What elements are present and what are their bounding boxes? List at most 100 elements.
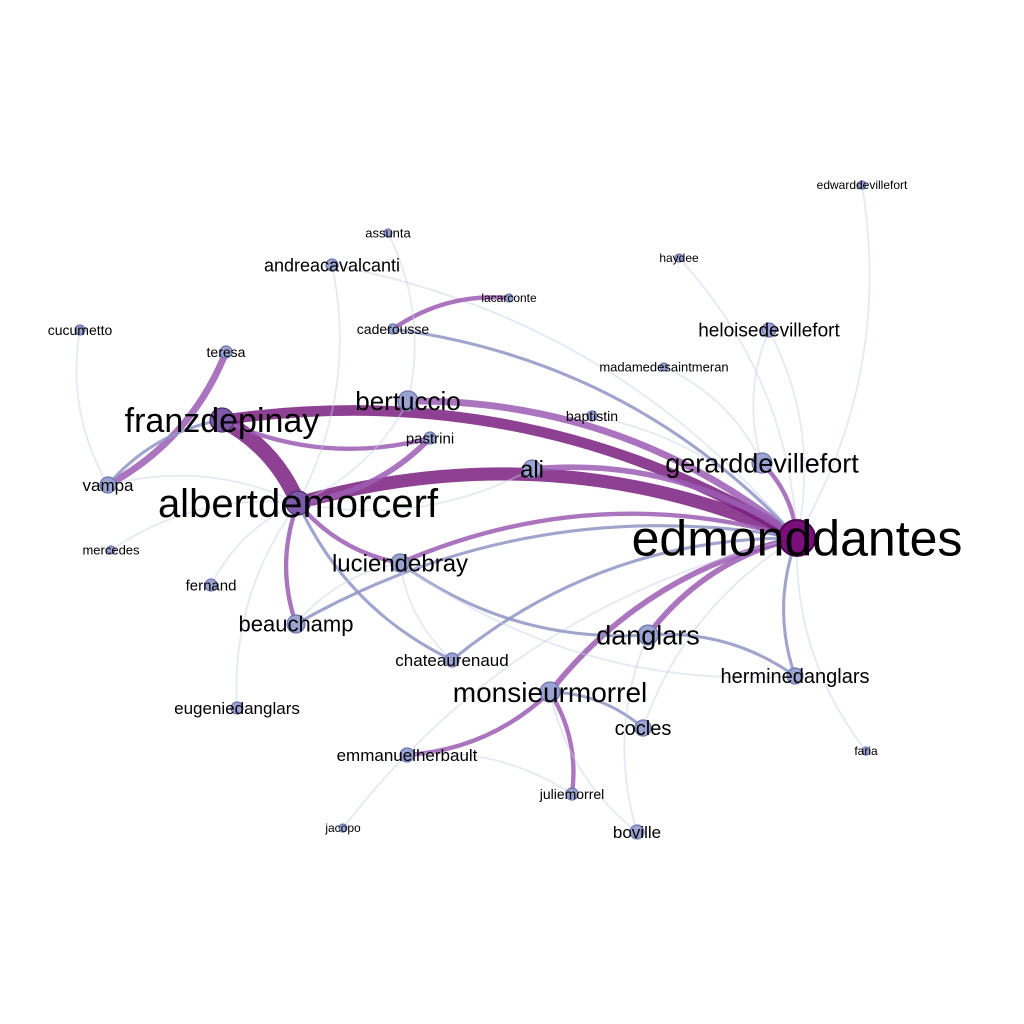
node-mercedes[interactable] xyxy=(106,545,116,555)
edge-emmanuelherbault-juliemorrel xyxy=(406,752,573,795)
label-layer: edmonddantesalbertdemorcerffranzdepinaym… xyxy=(48,178,963,842)
node-label-mercedes: mercedes xyxy=(82,543,140,558)
edge-ali-edmonddantes xyxy=(529,464,800,541)
node-label-baptistin: baptistin xyxy=(566,408,618,424)
node-label-jacopo: jacopo xyxy=(324,821,361,835)
node-vampa[interactable] xyxy=(99,476,117,494)
node-label-beauchamp: beauchamp xyxy=(239,612,354,637)
edge-vampa-albertdemorcerf xyxy=(107,474,299,504)
node-ali[interactable] xyxy=(522,459,542,479)
edge-teresa-vampa xyxy=(104,348,230,489)
node-label-monsieurmorrel: monsieurmorrel xyxy=(453,677,648,708)
edge-beauchamp-albertdemorcerf xyxy=(283,500,301,627)
node-label-haydee: haydee xyxy=(659,251,699,265)
node-faria[interactable] xyxy=(861,746,871,756)
node-label-andreacavalcanti: andreacavalcanti xyxy=(264,255,400,275)
edge-danglars-herminedanglars xyxy=(646,632,797,678)
edge-beauchamp-luciendebray xyxy=(295,562,401,625)
node-bertuccio[interactable] xyxy=(397,390,419,412)
edge-haydee-edmonddantes xyxy=(678,257,798,539)
edge-fernand-albertdemorcerf xyxy=(210,502,299,586)
edge-herminedanglars-luciendebray xyxy=(399,562,796,679)
edge-boville-monsieurmorrel xyxy=(549,691,638,833)
node-monsieurmorrel[interactable] xyxy=(539,681,561,703)
node-baptistin[interactable] xyxy=(586,410,598,422)
edge-danglars-luciendebray xyxy=(398,561,650,638)
node-juliemorrel[interactable] xyxy=(565,787,579,801)
edge-monsieurmorrel-juliemorrel xyxy=(547,689,576,797)
edge-luciendebray-edmonddantes xyxy=(397,511,800,566)
node-label-gerarddevillefort: gerarddevillefort xyxy=(665,448,859,478)
node-assunta[interactable] xyxy=(383,228,393,238)
edge-cocles-edmonddantes xyxy=(642,537,798,729)
edge-monsieurmorrel-cocles xyxy=(548,690,645,730)
node-jacopo[interactable] xyxy=(338,823,348,833)
node-layer xyxy=(74,180,871,840)
edge-bertuccio-edmonddantes xyxy=(404,397,801,542)
edge-layer xyxy=(75,184,871,833)
edge-andreacavalcanti-edmonddantes xyxy=(331,264,798,539)
node-label-teresa: teresa xyxy=(207,344,246,360)
node-label-chateaurenaud: chateaurenaud xyxy=(395,651,508,670)
node-andreacavalcanti[interactable] xyxy=(325,258,339,272)
node-heloisedevillefort[interactable] xyxy=(761,322,777,338)
node-label-eugeniedanglars: eugeniedanglars xyxy=(174,699,300,718)
edge-vampa-franzdepinay xyxy=(106,418,224,487)
edge-mercedes-albertdemorcerf xyxy=(110,500,299,551)
node-chateaurenaud[interactable] xyxy=(444,652,460,668)
edge-danglars-edmonddantes xyxy=(645,535,800,638)
node-cocles[interactable] xyxy=(634,719,652,737)
node-gerarddevillefort[interactable] xyxy=(751,452,773,474)
node-madamedesaintmeran[interactable] xyxy=(659,362,669,372)
node-caderousse[interactable] xyxy=(387,323,399,335)
edge-assunta-bertuccio xyxy=(387,232,416,402)
node-label-edwarddevillefort: edwarddevillefort xyxy=(817,178,908,192)
node-edmonddantes[interactable] xyxy=(778,519,816,557)
edge-chateaurenaud-luciendebray xyxy=(399,562,453,661)
node-label-vampa: vampa xyxy=(82,476,134,495)
node-cucumetto[interactable] xyxy=(74,324,86,336)
node-label-cocles: cocles xyxy=(615,718,672,740)
node-fernand[interactable] xyxy=(204,578,218,592)
node-teresa[interactable] xyxy=(219,345,233,359)
node-label-fernand: fernand xyxy=(186,577,237,594)
edge-caderousse-lacarconte xyxy=(390,295,512,332)
node-franzdepinay[interactable] xyxy=(209,407,235,433)
node-label-herminedanglars: herminedanglars xyxy=(721,666,870,688)
edge-heloisedevillefort-edmonddantes xyxy=(768,329,806,539)
node-herminedanglars[interactable] xyxy=(786,667,804,685)
edge-jacopo-edmonddantes xyxy=(342,537,798,829)
node-haydee[interactable] xyxy=(674,253,684,263)
edge-eugeniedanglars-albertdemorcerf xyxy=(235,502,299,709)
node-label-boville: boville xyxy=(613,823,661,842)
edge-pastrini-albertdemorcerf xyxy=(295,435,433,506)
edge-madamedesaintmeran-gerarddevillefort xyxy=(663,366,763,464)
edge-gerarddevillefort-heloisedevillefort xyxy=(752,329,770,464)
node-label-assunta: assunta xyxy=(365,226,411,241)
node-lacarconte[interactable] xyxy=(504,293,514,303)
node-edwarddevillefort[interactable] xyxy=(857,180,867,190)
node-eugeniedanglars[interactable] xyxy=(230,701,244,715)
node-danglars[interactable] xyxy=(637,624,659,646)
edge-boville-danglars xyxy=(623,634,649,833)
node-beauchamp[interactable] xyxy=(286,614,306,634)
node-pastrini[interactable] xyxy=(423,431,437,445)
node-label-lacarconte: lacarconte xyxy=(481,291,537,305)
edge-chateaurenaud-edmonddantes xyxy=(450,536,799,662)
node-label-cucumetto: cucumetto xyxy=(48,322,113,338)
node-label-pastrini: pastrini xyxy=(406,430,454,447)
node-label-franzdepinay: franzdepinay xyxy=(125,402,320,440)
node-albertdemorcerf[interactable] xyxy=(285,490,311,516)
node-boville[interactable] xyxy=(629,824,645,840)
edge-andreacavalcanti-albertdemorcerf xyxy=(297,264,341,504)
node-label-danglars: danglars xyxy=(596,620,700,650)
node-label-bertuccio: bertuccio xyxy=(355,386,461,416)
node-label-juliemorrel: juliemorrel xyxy=(539,786,605,802)
node-label-luciendebray: luciendebray xyxy=(332,550,468,577)
edge-caderousse-edmonddantes xyxy=(391,327,799,540)
edge-beauchamp-edmonddantes xyxy=(294,524,799,626)
edge-bertuccio-albertdemorcerf xyxy=(297,400,409,504)
node-luciendebray[interactable] xyxy=(390,553,410,573)
node-emmanuelherbault[interactable] xyxy=(399,747,415,763)
node-label-caderousse: caderousse xyxy=(357,321,430,337)
